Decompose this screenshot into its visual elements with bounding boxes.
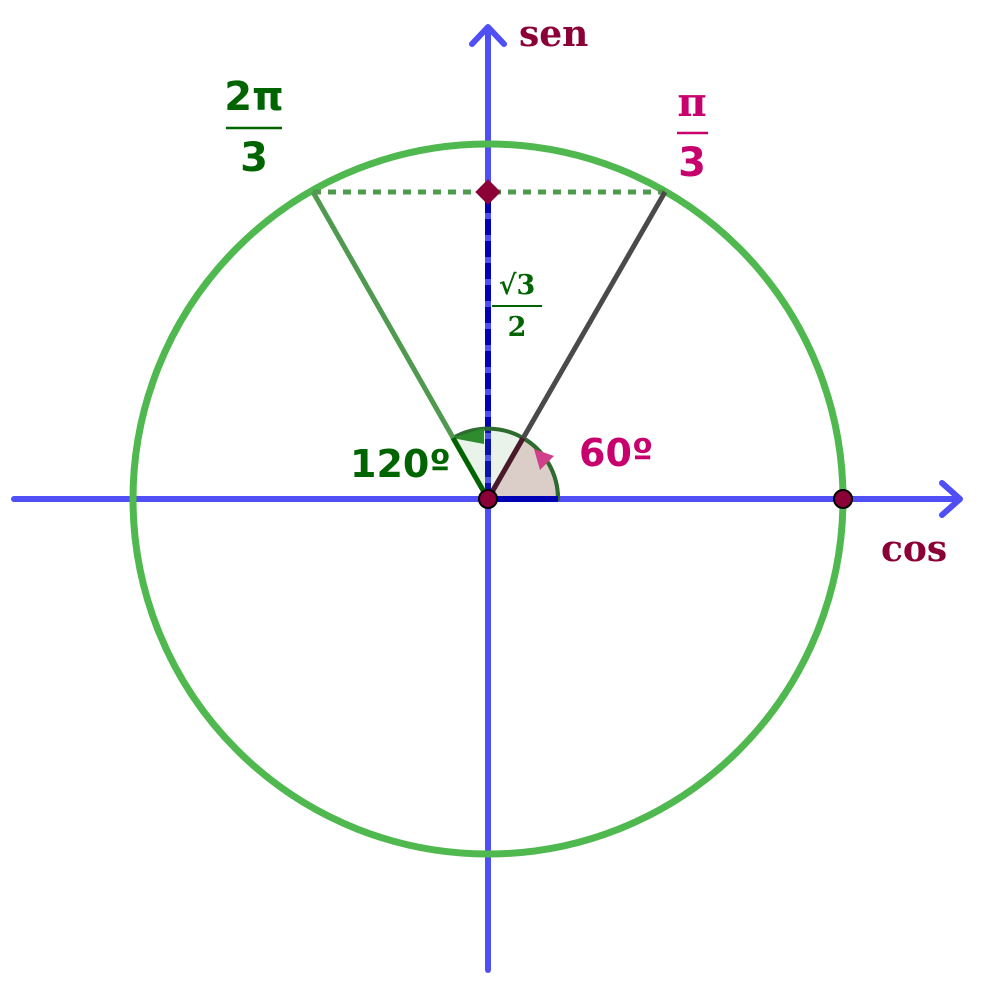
point-1-0 xyxy=(833,489,853,509)
label-2pi-numerator: 2π xyxy=(224,74,283,120)
y-axis-label: sen xyxy=(519,13,588,55)
label-sqrt3-numerator: √3 xyxy=(499,270,536,301)
label-sqrt3-denominator: 2 xyxy=(508,312,527,343)
label-pi-numerator: π xyxy=(677,79,706,126)
angle-120-arrow-marker xyxy=(452,428,484,444)
x-axis-label: cos xyxy=(881,528,947,570)
x-axis-arrowhead xyxy=(939,480,963,518)
origin-point xyxy=(478,489,498,509)
angle-60-arrow-marker xyxy=(534,449,554,470)
y-axis-arrowhead xyxy=(469,24,507,47)
label-60-degrees: 60º xyxy=(579,431,653,475)
label-pi-denominator: 3 xyxy=(678,140,706,186)
radius-2pi-over-3-inner xyxy=(450,436,491,501)
sine-point-marker xyxy=(475,179,501,205)
label-120-degrees: 120º xyxy=(350,442,451,486)
radius-pi-over-3-inner xyxy=(485,436,526,501)
label-2pi-denominator: 3 xyxy=(240,135,268,181)
